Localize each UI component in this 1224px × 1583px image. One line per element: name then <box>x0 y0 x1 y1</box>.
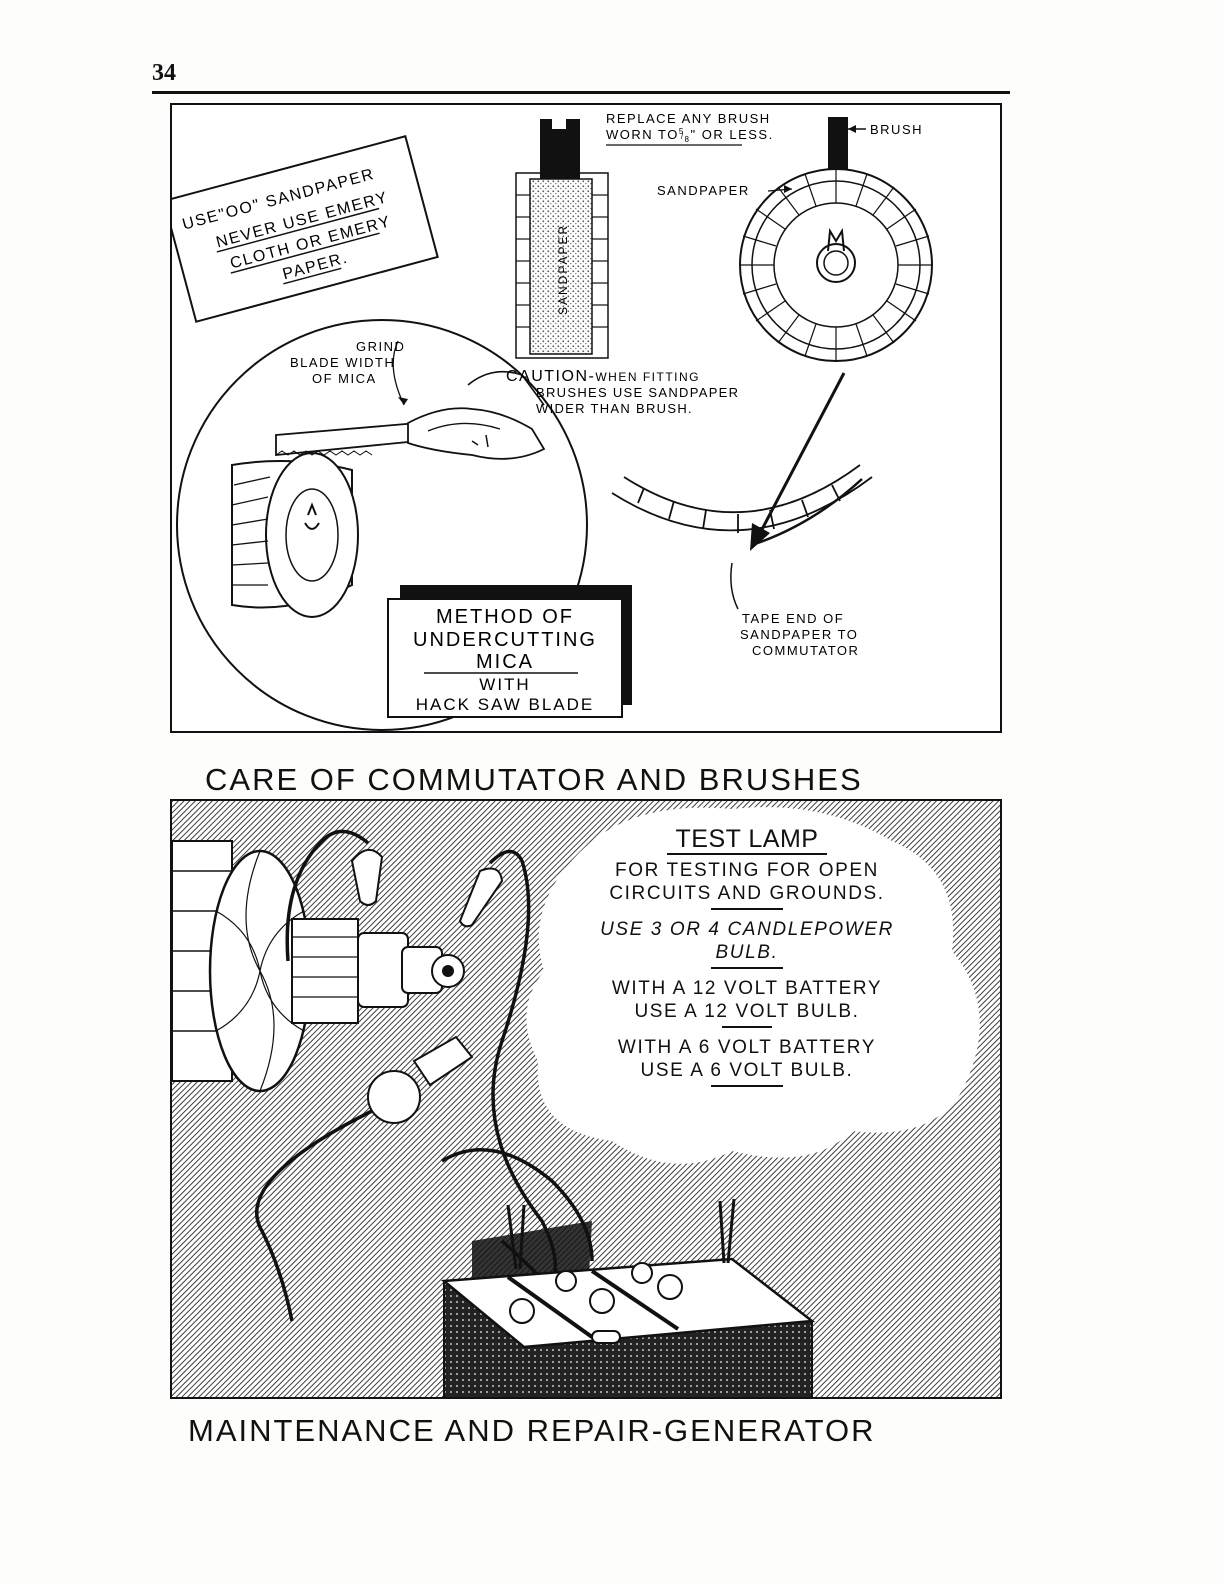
maintenance-title: MAINTENANCE AND REPAIR-GENERATOR <box>188 1413 876 1448</box>
tape-note-line-1: TAPE END OF <box>742 611 844 626</box>
replace-note-line-1: REPLACE ANY BRUSH <box>606 111 771 126</box>
test-lamp-line-4: BULB. <box>715 942 779 963</box>
method-line-1: METHOD OF <box>436 606 574 628</box>
test-lamp-bulb-icon <box>367 1035 474 1124</box>
care-title: CARE OF COMMUTATOR AND BRUSHES <box>205 762 863 797</box>
battery <box>440 1198 816 1397</box>
test-lamp-line-8: USE A 6 VOLT BULB. <box>640 1060 854 1081</box>
header-rule <box>152 91 1010 94</box>
tape-note-line-3: COMMUTATOR <box>752 643 859 658</box>
commutator-end-view <box>739 117 933 362</box>
caution-note-line-1: CAUTION-WHEN FITTING <box>506 368 700 385</box>
method-line-5: HACK SAW BLADE <box>416 695 595 714</box>
page-number: 34 <box>152 60 176 86</box>
probe-handle-1 <box>350 849 384 906</box>
commutator-segment-arc <box>611 464 873 610</box>
grind-note-line-3: OF MICA <box>312 371 377 386</box>
method-line-3: MICA <box>476 651 534 673</box>
test-lamp-line-6: USE A 12 VOLT BULB. <box>634 1001 860 1022</box>
caution-note-line-3: WIDER THAN BRUSH. <box>536 401 693 416</box>
test-lamp-line-5: WITH A 12 VOLT BATTERY <box>611 978 883 999</box>
grind-note-line-2: BLADE WIDTH <box>290 355 395 370</box>
test-lamp-line-1: FOR TESTING FOR OPEN <box>615 860 879 881</box>
test-lamp-line-2: CIRCUITS AND GROUNDS. <box>609 883 885 904</box>
sandpaper-label: SANDPAPER <box>657 183 750 198</box>
info-cloud <box>526 807 980 1164</box>
brush-sandpaper-diagram: SANDPAPER <box>515 119 609 359</box>
sandpaper-note-card: USE"OO" SANDPAPER NEVER USE EMERY CLOTH … <box>172 135 439 323</box>
test-lamp-line-7: WITH A 6 VOLT BATTERY <box>617 1037 877 1058</box>
caution-note-line-2: BRUSHES USE SANDPAPER <box>536 385 739 400</box>
grind-note-line-1: GRIND <box>356 339 405 354</box>
test-lamp-info: TEST LAMP FOR TESTING FOR OPEN CIRCUITS … <box>562 825 932 1095</box>
tape-note-line-2: SANDPAPER TO <box>740 627 858 642</box>
method-line-4: WITH <box>479 675 530 694</box>
armature <box>172 840 465 1093</box>
test-lamp-heading: TEST LAMP <box>675 825 819 853</box>
commutator-illustration: USE"OO" SANDPAPER NEVER USE EMERY CLOTH … <box>172 111 933 731</box>
test-lamp-panel: TEST LAMP FOR TESTING FOR OPEN CIRCUITS … <box>170 799 1002 1399</box>
probe-handle-2 <box>458 867 504 928</box>
method-caption-box: METHOD OF UNDERCUTTING MICA WITH HACK SA… <box>387 585 632 718</box>
method-line-2: UNDERCUTTING <box>413 629 597 651</box>
test-lamp-line-3: USE 3 OR 4 CANDLEPOWER <box>600 919 894 940</box>
commutator-care-panel: USE"OO" SANDPAPER NEVER USE EMERY CLOTH … <box>170 103 1002 733</box>
strip-label: SANDPAPER <box>556 224 570 315</box>
replace-note-line-2: WORN TO5/8" OR LESS. <box>606 127 774 144</box>
brush-label: BRUSH <box>870 122 923 137</box>
